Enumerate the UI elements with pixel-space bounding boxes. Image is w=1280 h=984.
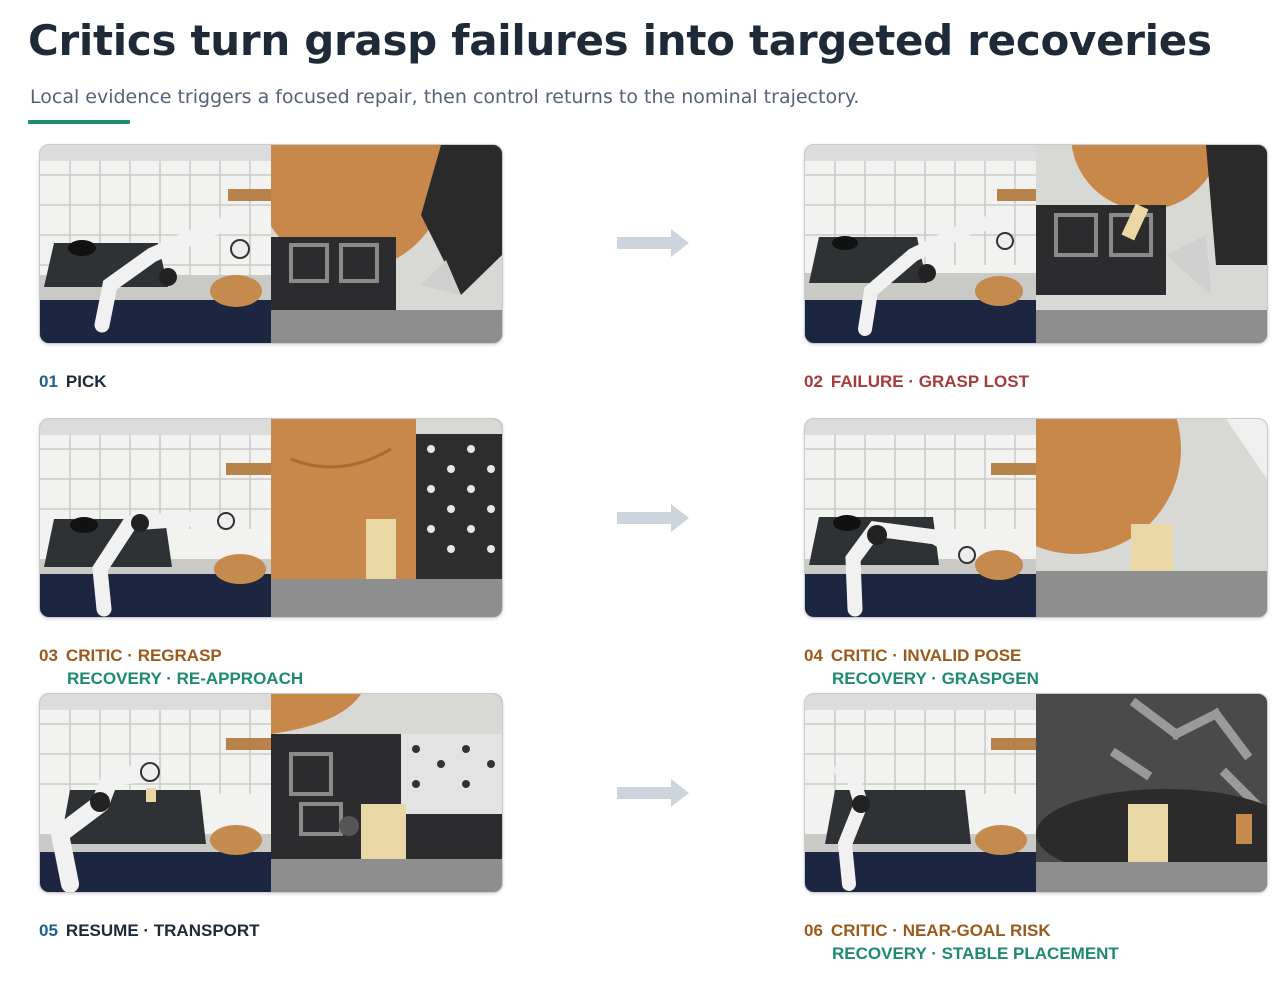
third-person-view-image xyxy=(40,419,271,617)
right-arrow-icon xyxy=(617,229,689,257)
step-label: CRITIC · REGRASP xyxy=(65,646,222,665)
page-title: Critics turn grasp failures into targete… xyxy=(28,16,1212,65)
wrist-view-image xyxy=(1036,694,1267,892)
page-subtitle: Local evidence triggers a focused repair… xyxy=(30,86,860,108)
title-accent-rule xyxy=(28,120,130,124)
step-caption-04: 04 CRITIC · INVALID POSE RECOVERY · GRASP… xyxy=(804,644,1039,690)
third-person-view-image xyxy=(805,145,1036,343)
right-arrow-icon xyxy=(617,504,689,532)
third-person-view-image xyxy=(805,419,1036,617)
wrist-view-image xyxy=(1036,419,1267,617)
third-person-view-image xyxy=(40,145,271,343)
step-caption-06: 06 CRITIC · NEAR-GOAL RISK RECOVERY · STA… xyxy=(804,919,1119,965)
wrist-view-image xyxy=(271,694,502,892)
step-label: CRITIC · INVALID POSE xyxy=(830,646,1022,665)
step-caption-03: 03 CRITIC · REGRASP RECOVERY · RE-APPROAC… xyxy=(39,644,303,690)
step-label: FAILURE · GRASP LOST xyxy=(830,372,1029,391)
wrist-view-image xyxy=(271,419,502,617)
frame-03-regrasp xyxy=(39,418,503,618)
step-caption-02: 02 FAILURE · GRASP LOST xyxy=(804,370,1029,393)
recovery-label: RECOVERY · GRASPGEN xyxy=(832,669,1039,688)
step-number: 04 xyxy=(804,646,823,665)
step-caption-05: 05 RESUME · TRANSPORT xyxy=(39,919,260,942)
wrist-view-image xyxy=(271,145,502,343)
step-number: 03 xyxy=(39,646,58,665)
step-label: CRITIC · NEAR-GOAL RISK xyxy=(830,921,1051,940)
third-person-view-image xyxy=(40,694,271,892)
recovery-label: RECOVERY · STABLE PLACEMENT xyxy=(832,944,1119,963)
step-label: RESUME · TRANSPORT xyxy=(65,921,260,940)
frame-01-pick xyxy=(39,144,503,344)
frame-05-transport xyxy=(39,693,503,893)
third-person-view-image xyxy=(805,694,1036,892)
frame-02-failure xyxy=(804,144,1268,344)
step-number: 05 xyxy=(39,921,58,940)
wrist-view-image xyxy=(1036,145,1267,343)
step-number: 06 xyxy=(804,921,823,940)
right-arrow-icon xyxy=(617,779,689,807)
frame-04-invalid-pose xyxy=(804,418,1268,618)
recovery-label: RECOVERY · RE-APPROACH xyxy=(67,669,304,688)
step-number: 02 xyxy=(804,372,823,391)
step-number: 01 xyxy=(39,372,58,391)
step-label: PICK xyxy=(65,372,107,391)
step-caption-01: 01 PICK xyxy=(39,370,107,393)
frame-06-placement xyxy=(804,693,1268,893)
